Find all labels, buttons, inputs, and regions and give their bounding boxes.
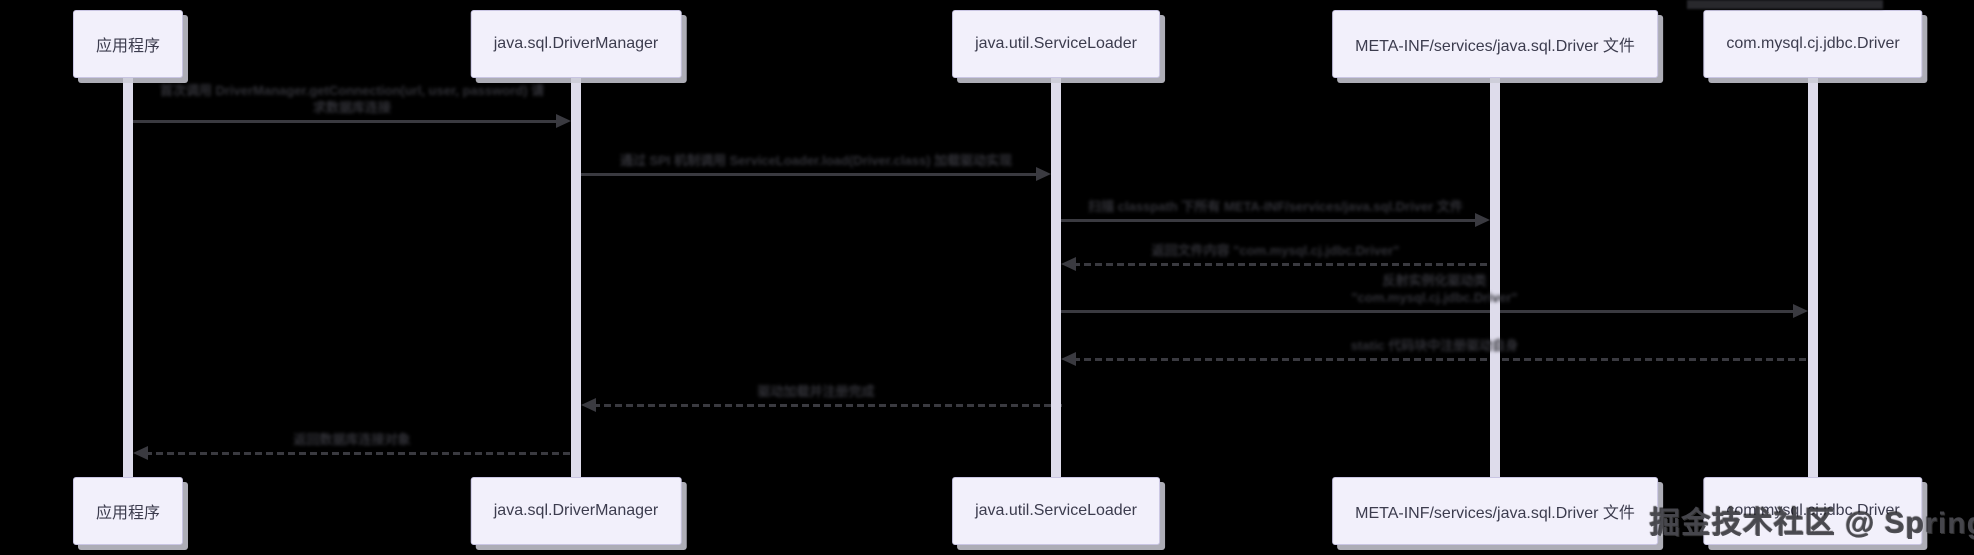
message-label-3: 扫描 classpath 下所有 META-INF/services/java.…: [1088, 199, 1463, 215]
lifeline-driver: [1808, 74, 1818, 480]
message-line-6: [1073, 358, 1820, 361]
message-line-3: [1061, 219, 1478, 222]
arrowhead-3-right: [1475, 213, 1490, 227]
top-edge-artifact: [1687, 0, 1883, 9]
lifeline-serviceloader: [1051, 74, 1061, 480]
participant-drivermanager-top-box: java.sql.DriverManager: [470, 10, 682, 78]
arrowhead-4-left: [1061, 257, 1076, 271]
participant-label: com.mysql.cj.jdbc.Driver: [1726, 35, 1900, 52]
message-line-2: [581, 173, 1039, 176]
lifeline-metainf: [1490, 74, 1500, 480]
participant-label: com.mysql.cj.jdbc.Driver: [1726, 502, 1900, 519]
participant-metainf-bottom-box: META-INF/services/java.sql.Driver 文件: [1332, 477, 1658, 545]
participant-serviceloader-top-box: java.util.ServiceLoader: [952, 10, 1160, 78]
message-line-1: [133, 120, 559, 123]
message-line-8: [145, 452, 583, 455]
message-line-5: [1061, 310, 1796, 313]
participant-driver-bottom-box: com.mysql.cj.jdbc.Driver: [1703, 477, 1923, 545]
arrowhead-2-right: [1036, 167, 1051, 181]
participant-label: 应用程序: [95, 38, 161, 55]
participant-label: META-INF/services/java.sql.Driver 文件: [1355, 505, 1635, 522]
participant-serviceloader-bottom-box: java.util.ServiceLoader: [952, 477, 1160, 545]
participant-drivermanager-bottom-box: java.sql.DriverManager: [470, 477, 682, 545]
participant-app-top-box: 应用程序: [72, 10, 184, 78]
participant-metainf-top-box: META-INF/services/java.sql.Driver 文件: [1332, 10, 1658, 78]
arrowhead-7-left: [581, 398, 596, 412]
participant-label: java.util.ServiceLoader: [975, 35, 1137, 52]
lifeline-drivermanager: [571, 74, 581, 480]
message-label-1: 首次调用 DriverManager.getConnection(url, us…: [159, 83, 545, 116]
message-label-7: 驱动加载并注册完成: [757, 384, 875, 400]
participant-driver-top-box: com.mysql.cj.jdbc.Driver: [1703, 10, 1923, 78]
participant-label: META-INF/services/java.sql.Driver 文件: [1355, 38, 1635, 55]
arrowhead-1-right: [556, 114, 571, 128]
participant-label: java.sql.DriverManager: [493, 35, 659, 52]
message-label-8: 返回数据库连接对象: [293, 432, 411, 448]
message-label-4: 返回文件内容 "com.mysql.cj.jdbc.Driver": [1151, 243, 1400, 259]
watermark: 掘金技术社区 @ SpringCat: [1650, 507, 1974, 540]
message-line-4: [1073, 263, 1502, 266]
participant-label: java.util.ServiceLoader: [975, 502, 1137, 519]
message-label-5: 反射实例化驱动类 "com.mysql.cj.jdbc.Driver": [1351, 273, 1518, 306]
participant-app-bottom-box: 应用程序: [72, 477, 184, 545]
lifeline-app: [123, 74, 133, 480]
arrowhead-8-left: [133, 446, 148, 460]
arrowhead-6-left: [1061, 352, 1076, 366]
participant-label: java.sql.DriverManager: [493, 502, 659, 519]
message-label-2: 通过 SPI 机制调用 ServiceLoader.load(Driver.cl…: [619, 153, 1013, 169]
message-label-6: static 代码块中注册驱动自身: [1350, 338, 1519, 354]
message-line-7: [593, 404, 1063, 407]
participant-label: 应用程序: [95, 505, 161, 522]
arrowhead-5-right: [1793, 304, 1808, 318]
